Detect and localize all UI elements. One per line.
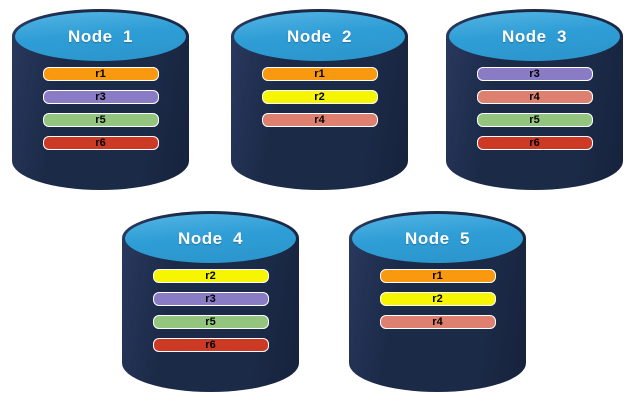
- replica-label: r2: [205, 269, 216, 282]
- cylinder-top-ellipse: Node 2: [234, 12, 405, 61]
- replica-bar: r5: [42, 113, 159, 127]
- node-title: Node 5: [405, 228, 470, 248]
- replica-list: r1 r2 r4: [349, 269, 526, 329]
- replica-bar: r1: [42, 67, 159, 81]
- replica-bar: r6: [42, 136, 159, 150]
- replica-label: r5: [529, 113, 540, 126]
- replica-label: r1: [432, 269, 443, 282]
- replica-list: r2 r3 r5 r6: [122, 269, 299, 352]
- replica-bar: r2: [379, 292, 496, 306]
- node-cylinder-5: Node 5 r1 r2 r4: [349, 211, 526, 392]
- replica-list: r1 r2 r4: [231, 67, 408, 127]
- replica-bar: r4: [476, 90, 593, 104]
- replica-bar: r5: [152, 315, 269, 329]
- node-title: Node 1: [68, 26, 133, 46]
- node-cylinder-1: Node 1 r1 r3 r5 r6: [12, 9, 189, 190]
- replica-list: r3 r4 r5 r6: [446, 67, 623, 150]
- replica-label: r3: [529, 67, 540, 80]
- node-title: Node 2: [287, 26, 352, 46]
- replica-bar: r3: [42, 90, 159, 104]
- replica-label: r6: [529, 136, 540, 149]
- cylinder-top-ellipse: Node 4: [125, 214, 296, 263]
- replica-bar: r1: [261, 67, 378, 81]
- replica-bar: r4: [379, 315, 496, 329]
- cylinder-top-ellipse: Node 1: [15, 12, 186, 61]
- node-title: Node 4: [178, 228, 243, 248]
- replica-bar: r4: [261, 113, 378, 127]
- replica-label: r5: [205, 315, 216, 328]
- replica-bar: r5: [476, 113, 593, 127]
- replica-bar: r6: [476, 136, 593, 150]
- node-cylinder-3: Node 3 r3 r4 r5 r6: [446, 9, 623, 190]
- replica-label: r1: [314, 67, 325, 80]
- replica-label: r5: [95, 113, 106, 126]
- node-cylinder-2: Node 2 r1 r2 r4: [231, 9, 408, 190]
- replica-label: r6: [205, 338, 216, 351]
- node-cylinder-4: Node 4 r2 r3 r5 r6: [122, 211, 299, 392]
- replica-bar: r3: [152, 292, 269, 306]
- replica-label: r2: [314, 90, 325, 103]
- replica-label: r1: [95, 67, 106, 80]
- replica-label: r3: [95, 90, 106, 103]
- replica-label: r4: [314, 113, 325, 126]
- replica-bar: r2: [261, 90, 378, 104]
- replica-label: r6: [95, 136, 106, 149]
- cylinder-top-ellipse: Node 3: [449, 12, 620, 61]
- replica-label: r4: [529, 90, 540, 103]
- replica-label: r4: [432, 315, 443, 328]
- replica-list: r1 r3 r5 r6: [12, 67, 189, 150]
- replica-label: r3: [205, 292, 216, 305]
- replica-bar: r1: [379, 269, 496, 283]
- cylinder-top-ellipse: Node 5: [352, 214, 523, 263]
- replica-label: r2: [432, 292, 443, 305]
- replica-bar: r6: [152, 338, 269, 352]
- replica-bar: r2: [152, 269, 269, 283]
- replica-bar: r3: [476, 67, 593, 81]
- node-title: Node 3: [502, 26, 567, 46]
